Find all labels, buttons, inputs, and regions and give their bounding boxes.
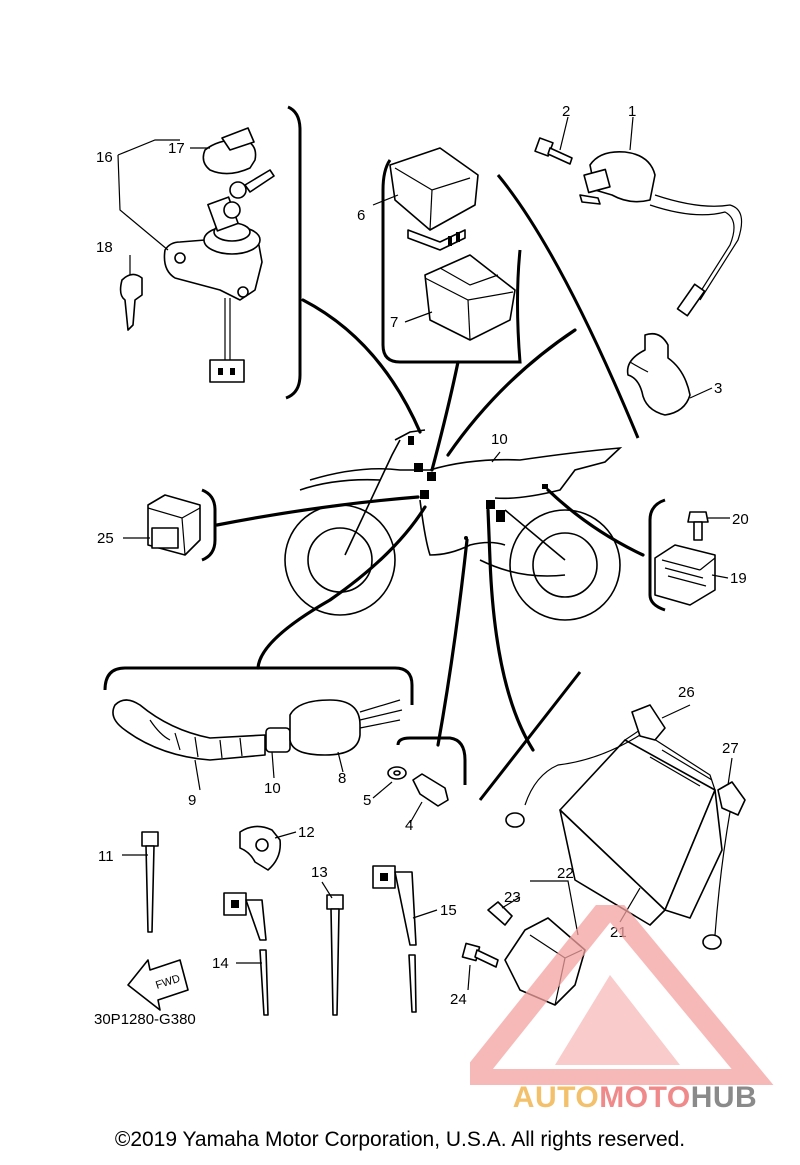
regulator-bolt xyxy=(687,511,709,541)
fwd-arrow-icon xyxy=(127,959,189,1011)
callout-25: 25 xyxy=(97,530,114,547)
watermark-moto: MOTO xyxy=(599,1081,691,1114)
leader-wires xyxy=(215,298,645,752)
callout-15: 15 xyxy=(440,902,457,919)
callout-6: 6 xyxy=(357,207,365,224)
spark-plug-cap xyxy=(626,332,691,416)
callout-11: 11 xyxy=(98,848,114,865)
callout-1: 1 xyxy=(628,103,636,120)
group-frames xyxy=(103,105,666,801)
band-connector-14 xyxy=(223,892,269,1016)
battery-bolt xyxy=(461,942,499,968)
callout-5: 5 xyxy=(363,792,371,809)
callout-26: 26 xyxy=(678,684,695,701)
callout-27: 27 xyxy=(722,740,739,757)
motorcycle-outline xyxy=(284,429,623,621)
cdi-unit xyxy=(389,147,479,251)
leader-lines xyxy=(117,116,733,991)
ignition-keys xyxy=(223,169,275,219)
callout-22: 22 xyxy=(557,865,574,882)
callout-23: 23 xyxy=(504,889,521,906)
spare-key xyxy=(119,273,143,331)
watermark-text: AUTOMOTOHUB xyxy=(470,1081,800,1115)
callout-7: 7 xyxy=(390,314,398,331)
wire-harness-assembly xyxy=(112,699,403,761)
watermark: AUTOMOTOHUB xyxy=(447,887,800,1120)
ignition-coil xyxy=(579,150,743,317)
bike-connectors xyxy=(408,436,548,540)
battery-damper xyxy=(487,901,513,926)
callout-13: 13 xyxy=(311,864,328,881)
callout-20: 20 xyxy=(732,511,749,528)
battery-lead-26 xyxy=(505,704,666,828)
neutral-switch xyxy=(412,773,449,807)
diagram-code: 30P1280-G380 xyxy=(94,1011,196,1028)
copyright-notice: ©2019 Yamaha Motor Corporation, U.S.A. A… xyxy=(114,1128,686,1151)
callout-16: 16 xyxy=(96,149,113,166)
watermark-hub: HUB xyxy=(690,1081,758,1114)
callout-17: 17 xyxy=(168,140,185,157)
watermark-auto: AUTO xyxy=(512,1081,600,1114)
callout-2: 2 xyxy=(562,103,570,120)
callout-10-bike: 10 xyxy=(491,431,508,448)
callout-3: 3 xyxy=(714,380,722,397)
relay xyxy=(147,494,201,556)
callout-8: 8 xyxy=(338,770,346,787)
callout-14: 14 xyxy=(212,955,229,972)
watermark-triangle-icon xyxy=(447,887,779,1091)
battery xyxy=(559,729,723,926)
callout-24: 24 xyxy=(450,991,467,1008)
rectifier-regulator xyxy=(654,544,716,606)
cable-tie-long xyxy=(141,831,159,933)
cable-tie-short xyxy=(326,894,344,1016)
main-switch xyxy=(163,196,263,383)
callout-9: 9 xyxy=(188,792,196,809)
neutral-switch-gasket xyxy=(387,766,407,780)
callout-12: 12 xyxy=(298,824,315,841)
cdi-cover xyxy=(424,254,516,341)
callout-19: 19 xyxy=(730,570,747,587)
wire-clamp xyxy=(239,825,282,871)
callout-4: 4 xyxy=(405,817,413,834)
callout-18: 18 xyxy=(96,239,113,256)
coil-bolt xyxy=(534,137,573,165)
battery-lead-27 xyxy=(702,781,746,950)
callout-10-harness: 10 xyxy=(264,780,281,797)
switch-cap xyxy=(202,127,257,175)
band-connector-15 xyxy=(372,865,417,1013)
